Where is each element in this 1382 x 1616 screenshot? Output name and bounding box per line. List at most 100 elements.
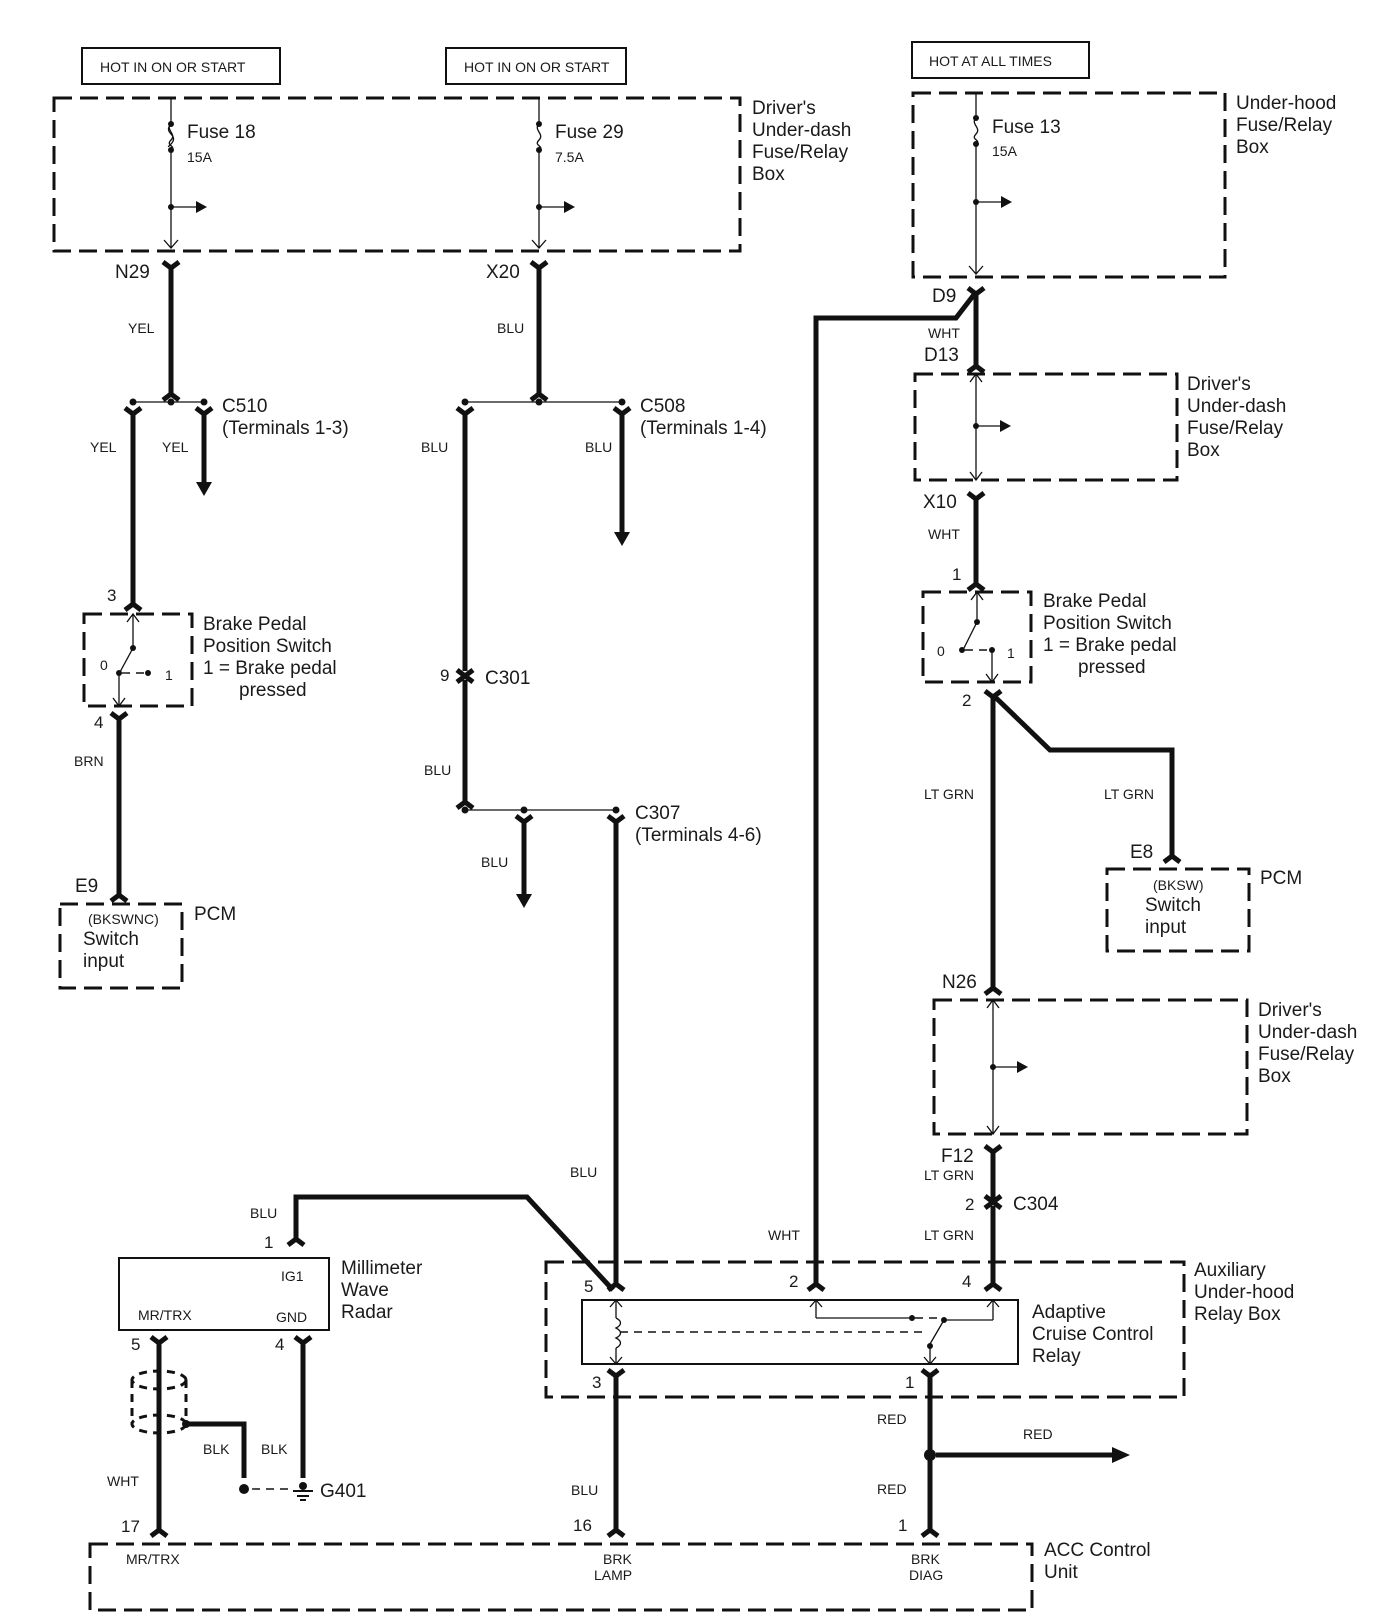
pin-number: 5 (584, 1277, 593, 1296)
switch-position: 1 (165, 667, 173, 683)
wire-color: BLU (421, 439, 448, 455)
box-label: Relay Box (1194, 1304, 1281, 1325)
circuit-ltgrn: 2 LT GRN LT GRN E8 N26 (924, 689, 1182, 996)
circuit-middle: X20 BLU C508 (Terminals 1-4) BLU BLU 9 C… (421, 260, 767, 1284)
connector-label: (Terminals 1-3) (222, 418, 349, 439)
fuse-rating: 15A (187, 149, 213, 165)
wire-color: RED (1023, 1426, 1053, 1442)
connector-label: X10 (923, 492, 957, 513)
pcm-desc: input (1145, 917, 1187, 938)
component-label: Radar (341, 1302, 393, 1323)
box-label: Driver's (1258, 1000, 1322, 1021)
component-label: Adaptive (1032, 1302, 1106, 1323)
fuse-rating: 15A (992, 143, 1018, 159)
acc-control-unit: MR/TRX BRK LAMP BRK DIAG ACC Control Uni… (88, 1540, 1151, 1612)
connector-label: E9 (75, 876, 98, 897)
millimeter-wave-radar: IG1 MR/TRX GND Millimeter Wave Radar (118, 1257, 423, 1331)
circuit-left: N29 YEL C510 (Terminals 1-3) YEL YEL 3 (90, 260, 349, 612)
wire-color: BLU (481, 854, 508, 870)
box-label: Auxiliary (1194, 1260, 1266, 1281)
pcm-desc: input (83, 951, 125, 972)
pcm-label: PCM (1260, 868, 1302, 889)
pcm-desc: Switch (83, 929, 139, 950)
circuit-brn: 4 BRN E9 (74, 711, 129, 903)
radar-pin-label: IG1 (281, 1268, 304, 1284)
component-label: Relay (1032, 1346, 1081, 1367)
component-label: pressed (1078, 657, 1146, 678)
drivers-fuse-box-low: Driver's Under-dash Fuse/Relay Box (932, 998, 1357, 1136)
pin-number: 5 (131, 1335, 140, 1354)
box-label: Driver's (752, 98, 816, 119)
connector-label: (Terminals 1-4) (640, 418, 767, 439)
component-label: 1 = Brake pedal (203, 658, 337, 679)
pin-number: 3 (107, 586, 116, 605)
pcm-signal: (BKSWNC) (88, 911, 159, 927)
box-label: Fuse/Relay (1258, 1044, 1355, 1065)
relay-contact-blade (929, 1319, 945, 1345)
fuse-name: Fuse 13 (992, 117, 1061, 138)
connector-label: C307 (635, 803, 680, 824)
pcm-right: (BKSW) Switch input PCM (1105, 867, 1302, 953)
component-label: 1 = Brake pedal (1043, 635, 1177, 656)
box-label: Fuse/Relay (1187, 418, 1284, 439)
box-label: Box (1258, 1066, 1291, 1087)
aux-relay-box: Auxiliary Under-hood Relay Box (544, 1260, 1294, 1399)
switch-position: 0 (937, 643, 945, 659)
connector-label: C508 (640, 396, 685, 417)
relay-pins-top: 5 2 4 (584, 1272, 1003, 1296)
radar-feed: BLU 1 (250, 1194, 615, 1292)
connector-label: F12 (941, 1146, 974, 1167)
connector-label: C304 (1013, 1194, 1059, 1215)
ground-icon (239, 1482, 313, 1501)
connector-label: C510 (222, 396, 267, 417)
wire-color: YEL (162, 439, 189, 455)
pcm-signal: (BKSW) (1153, 877, 1204, 893)
pin-number: 17 (121, 1517, 140, 1536)
pin-number: 4 (962, 1272, 971, 1291)
pin-number: 2 (962, 691, 971, 710)
box-label: Under-dash (1187, 396, 1286, 417)
pin-number: 1 (264, 1233, 273, 1252)
power-source-label: HOT IN ON OR START (464, 59, 610, 75)
wire-color: YEL (128, 320, 155, 336)
box-label: Under-dash (752, 120, 851, 141)
radar-pin-label: MR/TRX (138, 1307, 192, 1323)
acc-pin-label: BRK (603, 1551, 632, 1567)
pin-number: 1 (952, 565, 961, 584)
continues-arrow-icon (196, 482, 212, 496)
component-label: Position Switch (203, 636, 332, 657)
circuit-f12: F12 LT GRN 2 C304 LT GRN WHT (768, 1144, 1059, 1284)
connector-label: E8 (1130, 842, 1153, 863)
acc-pin-label: BRK (911, 1551, 940, 1567)
wire-color: BLU (570, 1164, 597, 1180)
fuse-name: Fuse 18 (187, 122, 256, 143)
component-label: Position Switch (1043, 613, 1172, 634)
component-label: Unit (1044, 1562, 1079, 1583)
connector-label: N26 (942, 972, 977, 993)
pin-number: 3 (592, 1373, 601, 1392)
connector-label: X20 (486, 262, 520, 283)
brake-pedal-switch-left: 0 1 Brake Pedal Position Switch 1 = Brak… (82, 612, 337, 708)
power-source-1: HOT IN ON OR START (81, 47, 281, 85)
wire-color: RED (877, 1481, 907, 1497)
radar-pin-label: GND (276, 1309, 307, 1325)
radar-wiring: 5 4 BLK BLK WHT 17 G401 (107, 1335, 366, 1538)
box-label: Box (1236, 137, 1269, 158)
connector-label: (Terminals 4-6) (635, 825, 762, 846)
pin-number: 2 (789, 1272, 798, 1291)
continues-arrow-icon (614, 532, 630, 546)
relay-pins-bottom: 3 1 BLU 16 RED RED RED 1 (571, 1368, 1130, 1538)
power-source-2: HOT IN ON OR START (445, 47, 627, 85)
pin-number: 1 (905, 1373, 914, 1392)
branch-arrow-icon (1017, 1061, 1028, 1073)
wire-color: RED (877, 1411, 907, 1427)
branch-arrow-icon (1000, 420, 1011, 432)
component-label: pressed (239, 680, 307, 701)
circuit-right: D9 WHT D13 (813, 286, 986, 1284)
pcm-label: PCM (194, 904, 236, 925)
pin-number: 4 (275, 1335, 284, 1354)
component-label: Brake Pedal (203, 614, 307, 635)
pin-number: 16 (573, 1516, 592, 1535)
box-label: Fuse/Relay (752, 142, 849, 163)
